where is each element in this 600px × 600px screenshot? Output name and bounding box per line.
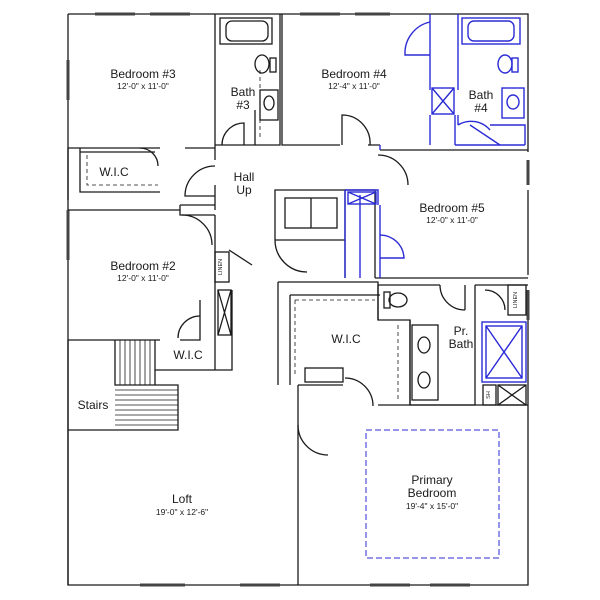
primary-label-2: Bedroom	[408, 486, 457, 500]
bath4-door	[457, 120, 501, 146]
bath3-vanity	[259, 89, 279, 121]
bath3-tub	[219, 17, 273, 45]
stairs-label: Stairs	[78, 398, 109, 412]
bedroom2-door	[177, 315, 201, 339]
pr-bath-walls	[377, 284, 528, 406]
bath4-label-2: #4	[474, 101, 488, 115]
bath4-tank	[511, 57, 519, 73]
hall-door-b2	[181, 214, 213, 246]
bedroom4-name: Bedroom #4	[321, 67, 387, 81]
pr-sink1	[417, 336, 431, 354]
wic-primary-door	[344, 377, 374, 407]
b5-closet-door	[379, 234, 405, 259]
wic-b3-label: W.I.C	[99, 165, 129, 179]
hall-label-2: Up	[236, 183, 252, 197]
pr-toilet	[388, 292, 408, 308]
wic-b2-walls	[154, 290, 233, 371]
primary-tray-ceiling	[365, 429, 500, 559]
outer-wall	[67, 13, 529, 586]
b5-closet	[344, 189, 381, 278]
stair-treads	[115, 340, 178, 426]
linen-pr-door	[484, 289, 506, 311]
b5-closet-cab	[347, 191, 377, 205]
bath3-sink	[263, 95, 275, 111]
pr-toilet-tank	[383, 291, 391, 309]
hall-label-1: Hall	[234, 170, 255, 184]
stairs-walls	[67, 340, 179, 431]
bedroom3-name: Bedroom #3	[110, 67, 176, 81]
hall-door-b3	[184, 165, 216, 197]
linen-b2-label: LINEN	[218, 259, 224, 275]
sh-label: SH	[486, 391, 492, 399]
pr-shower	[481, 321, 527, 383]
bath3-door	[221, 122, 245, 146]
loft-name: Loft	[172, 492, 193, 506]
bedroom3-walls	[67, 14, 216, 200]
bath3-walls	[215, 14, 281, 146]
pr-vanity	[411, 324, 439, 401]
bath3-label-1: Bath	[231, 85, 256, 99]
hall-walls	[179, 200, 216, 290]
pr-bath-label-1: Pr.	[454, 324, 469, 338]
bedroom2-dims: 12'-0" x 11'-0"	[117, 273, 169, 283]
bath4-tub-inner	[467, 20, 515, 42]
windows	[66, 12, 530, 587]
b4-closet-door	[404, 21, 431, 56]
primary-dims: 19'-4" x 15'-0"	[406, 501, 458, 511]
wic-b3-door	[139, 147, 159, 167]
bath4-vanity	[501, 87, 525, 119]
wic-primary-label: W.I.C	[331, 332, 361, 346]
bath4-tub	[461, 17, 521, 45]
linen-b2-box	[214, 251, 230, 283]
bath3-tank	[269, 57, 277, 73]
linen-b2-door	[228, 249, 253, 266]
bedroom2-name: Bedroom #2	[110, 259, 176, 273]
bedroom3-dims: 12'-0" x 11'-0"	[117, 81, 169, 91]
wic-b2-label: W.I.C	[173, 348, 203, 362]
loft-dims: 19'-0" x 12'-6"	[156, 507, 208, 517]
wic-primary-shelf	[294, 299, 399, 425]
bath3-toilet	[254, 54, 270, 74]
wic-b2-shelf	[217, 289, 232, 336]
bath4-toilet	[497, 54, 513, 74]
bath3-tub-inner	[225, 20, 269, 42]
pr-bath-label-2: Bath	[449, 337, 474, 351]
primary-door	[297, 424, 329, 456]
bath4-walls	[379, 14, 526, 150]
linen-pr-label: LINEN	[513, 292, 519, 308]
loft-primary-wall	[297, 384, 343, 585]
pr-bath-door	[439, 284, 466, 311]
bath4-sink	[506, 94, 520, 110]
hall-door-b5	[377, 154, 409, 186]
linen-pr-box	[507, 284, 527, 316]
bedroom4-door	[341, 114, 371, 146]
bath3-label-2: #3	[236, 98, 250, 112]
wic-b3-shelf	[86, 155, 158, 186]
bath4-label-1: Bath	[469, 88, 494, 102]
wic-b3-walls	[79, 148, 160, 193]
bedroom5-name: Bedroom #5	[419, 201, 485, 215]
bedroom4-dims: 12'-4" x 11'-0"	[328, 81, 380, 91]
b4-closet-cab	[431, 87, 455, 115]
primary-label-1: Primary	[411, 473, 452, 487]
pr-sink2	[417, 371, 431, 389]
wic-primary-bench	[304, 367, 344, 383]
bedroom5-dims: 12'-0" x 11'-0"	[426, 215, 478, 225]
